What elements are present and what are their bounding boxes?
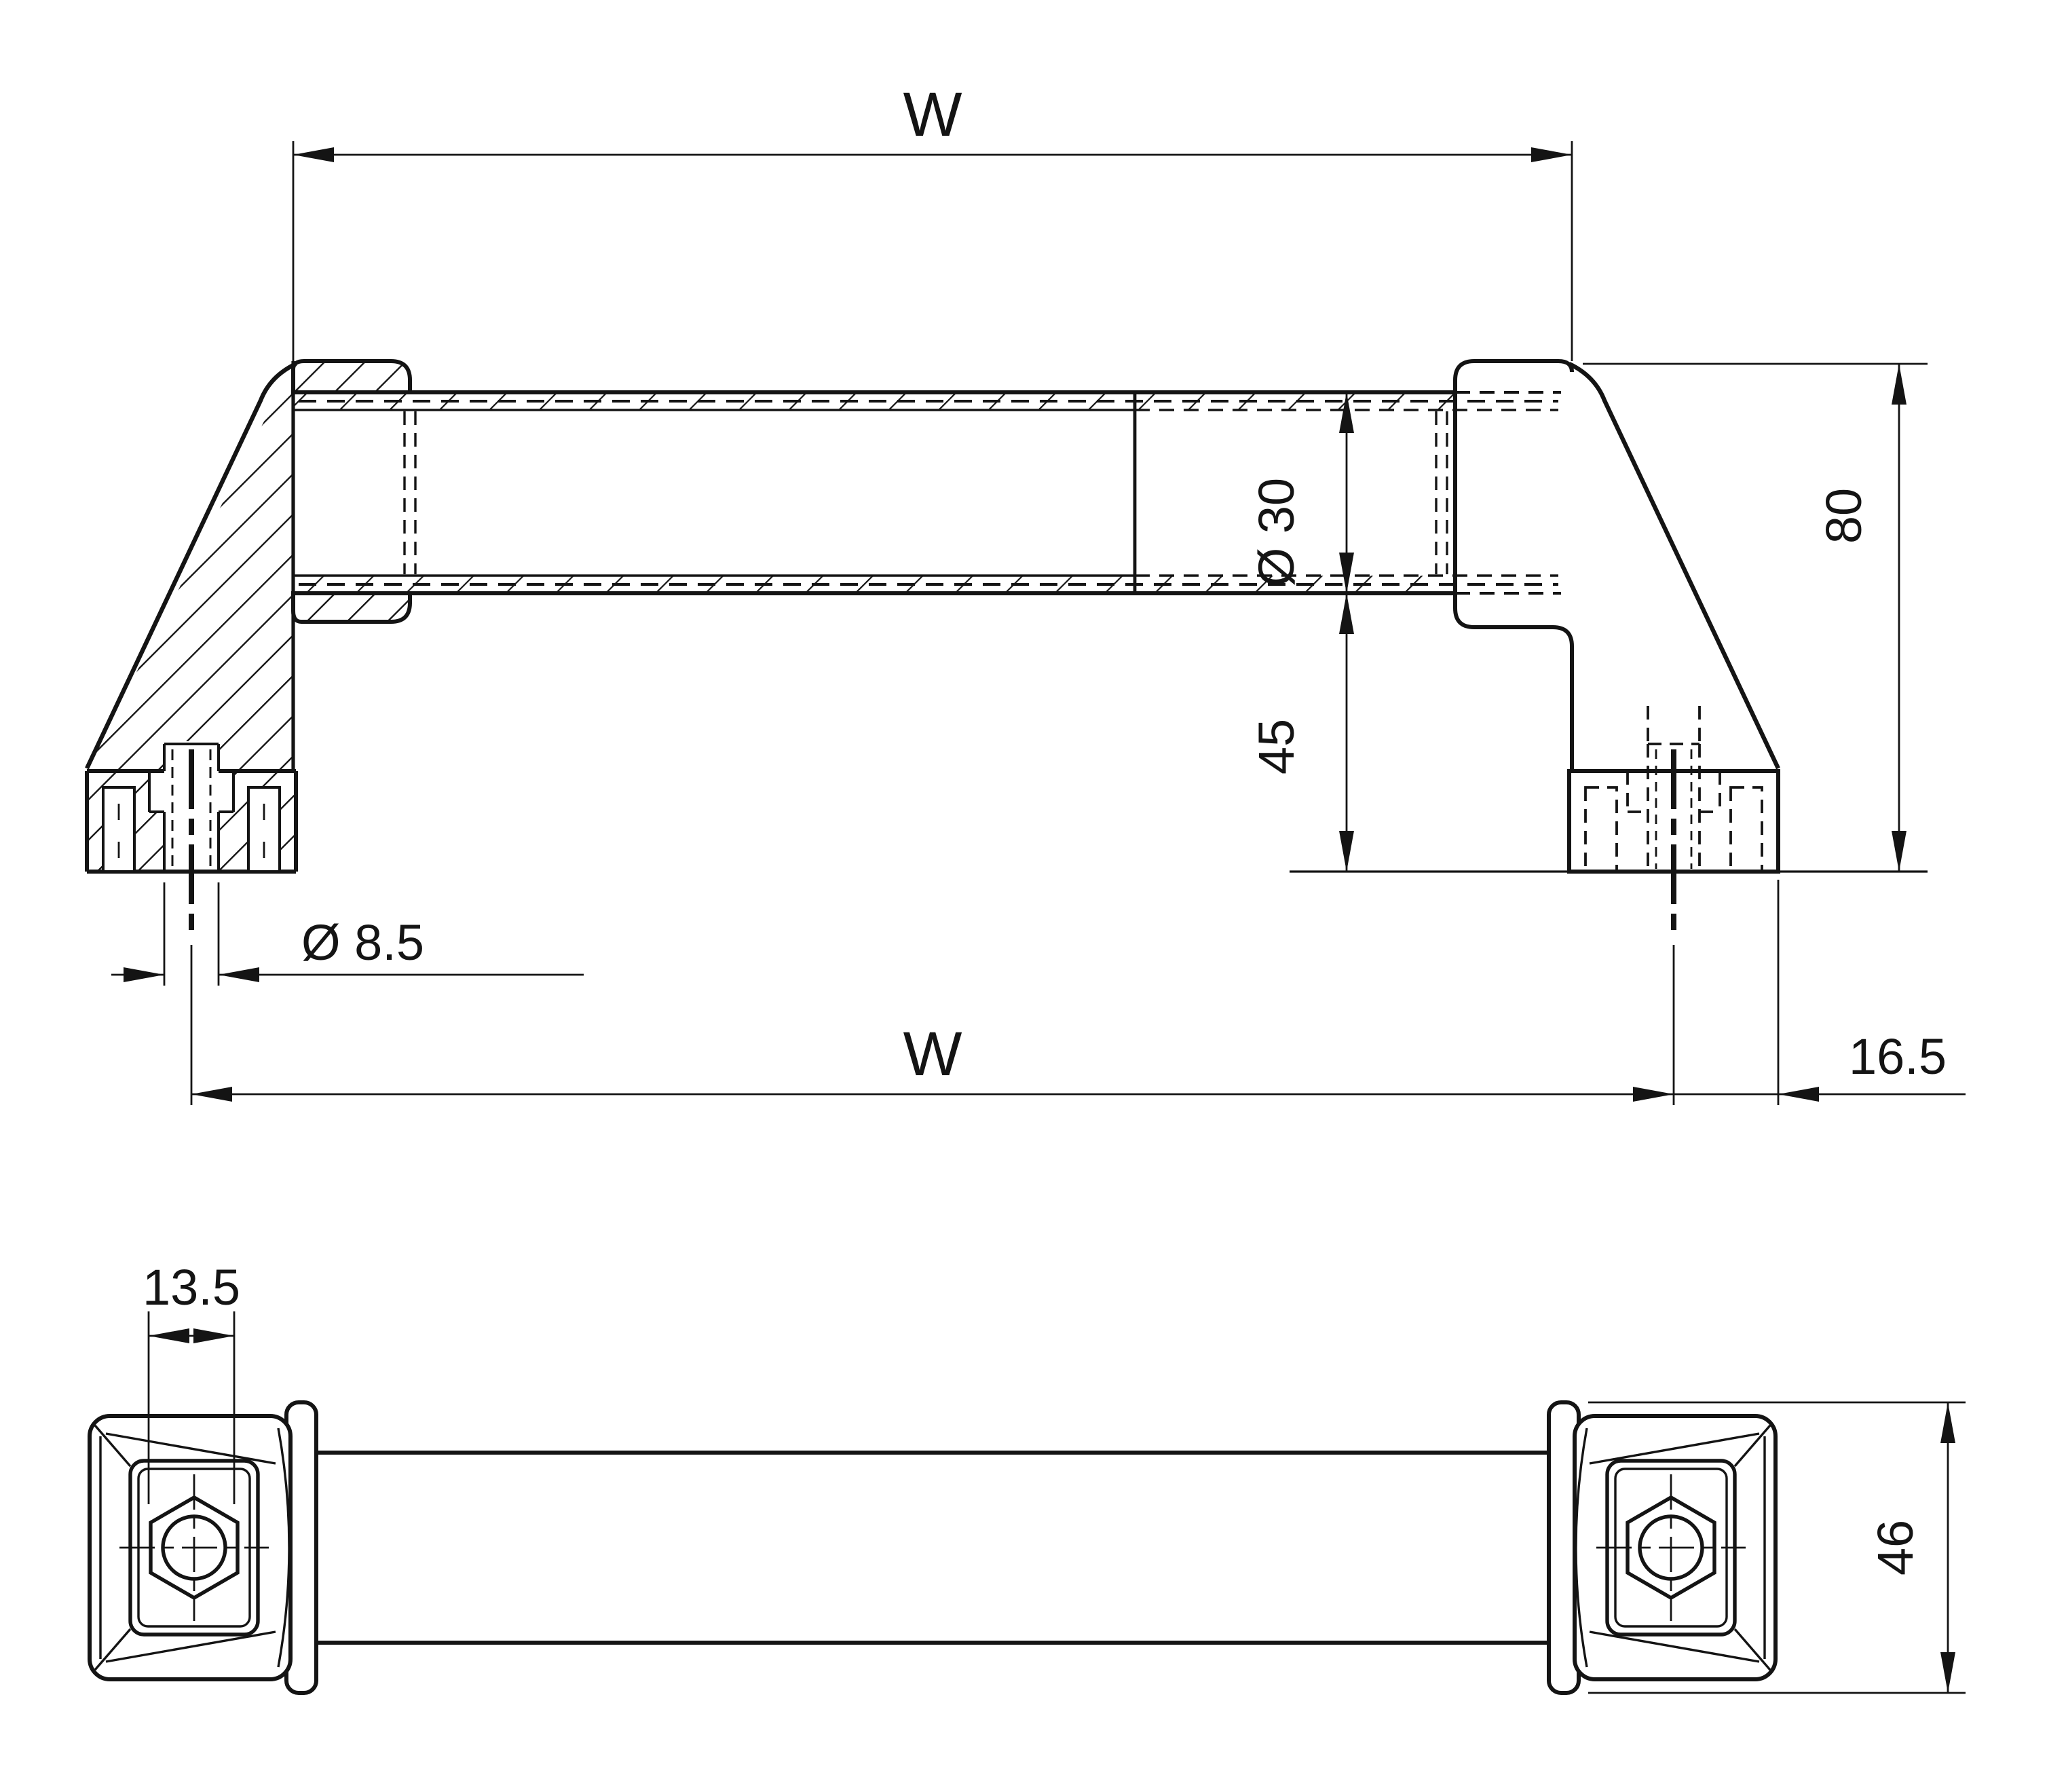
grip-tube — [293, 390, 1561, 595]
dim-hole-diameter — [111, 882, 584, 986]
arrow-right-icon — [1633, 1087, 1674, 1102]
dim-leg-height — [1339, 593, 1354, 872]
dim-label-hole-diameter: Ø 8.5 — [301, 914, 424, 971]
plan-right-boss — [1547, 1400, 1778, 1695]
dim-label-overall-height: 80 — [1816, 488, 1872, 544]
arrow-left-icon — [293, 147, 334, 162]
left-foot-hatch-c — [149, 812, 164, 872]
arrow-up-icon — [1339, 392, 1354, 433]
arrow-left-icon — [191, 1087, 232, 1102]
left-foot-hatch-d — [219, 812, 233, 872]
arrow-up-icon — [1892, 364, 1907, 405]
arrow-left-icon — [149, 1328, 189, 1343]
dim-across-flats — [147, 1311, 236, 1504]
plan-view — [88, 1311, 1966, 1695]
labels: W Ø 30 45 80 Ø 8.5 W 16.5 13.5 46 — [143, 80, 1947, 1575]
dim-label-across-flats: 13.5 — [143, 1259, 240, 1315]
right-draft-corner-bottom — [1733, 1628, 1771, 1671]
right-leg-outer-edge — [1568, 362, 1780, 770]
arrow-up-icon — [1940, 1402, 1955, 1443]
arrow-up-icon — [1339, 593, 1354, 634]
dim-bottom-width — [191, 880, 1966, 1105]
arrow-down-icon — [1892, 831, 1907, 872]
arrow-left-icon — [1778, 1087, 1819, 1102]
dim-label-top-width: W — [903, 80, 962, 149]
left-draft-corner-top — [94, 1424, 132, 1468]
right-draft-bottom — [1589, 1630, 1760, 1663]
right-foot — [1567, 743, 1780, 1105]
dimensions-front — [111, 141, 1966, 1105]
left-draft-bottom — [105, 1630, 276, 1663]
arrow-right-icon — [1531, 147, 1572, 162]
right-draft-corner-top — [1733, 1424, 1771, 1468]
dim-top-width — [292, 141, 1573, 391]
arrow-down-icon — [1339, 553, 1354, 593]
left-leg-hatch — [87, 369, 293, 770]
dim-label-bottom-width: W — [903, 1020, 962, 1089]
arrow-left-icon — [219, 967, 259, 982]
left-boss-dome-edge — [277, 1427, 290, 1668]
front-view — [85, 359, 1928, 1105]
right-tnut-a — [1584, 786, 1618, 873]
right-tnut-b — [1729, 786, 1763, 873]
arrow-right-icon — [124, 967, 164, 982]
arrow-down-icon — [1940, 1652, 1955, 1693]
left-cap — [291, 359, 412, 394]
right-boss-edge — [1453, 359, 1574, 771]
dim-label-leg-height: 45 — [1248, 719, 1304, 774]
dim-boss-height — [1588, 1401, 1966, 1694]
left-foot — [85, 743, 298, 1105]
plan-left-boss — [88, 1400, 318, 1695]
dim-label-tube-diameter: Ø 30 — [1248, 478, 1304, 586]
right-draft-top — [1589, 1432, 1760, 1465]
left-draft-top — [105, 1432, 276, 1465]
left-leg — [85, 359, 412, 771]
left-leg-outer-edge — [85, 362, 297, 770]
dim-overall-height — [1583, 362, 1928, 872]
right-leg — [1453, 359, 1780, 771]
arrow-down-icon — [1339, 831, 1354, 872]
dim-tube-diameter — [1339, 392, 1354, 593]
left-tnut-b — [247, 786, 281, 873]
left-under-hook — [291, 591, 412, 624]
left-tnut-a — [102, 786, 136, 873]
dim-label-end-offset: 16.5 — [1849, 1028, 1947, 1085]
right-boss-dome-edge — [1575, 1427, 1588, 1668]
dim-label-boss-height: 46 — [1867, 1520, 1923, 1575]
arrow-right-icon — [193, 1328, 234, 1343]
left-draft-corner-bottom — [94, 1628, 132, 1671]
